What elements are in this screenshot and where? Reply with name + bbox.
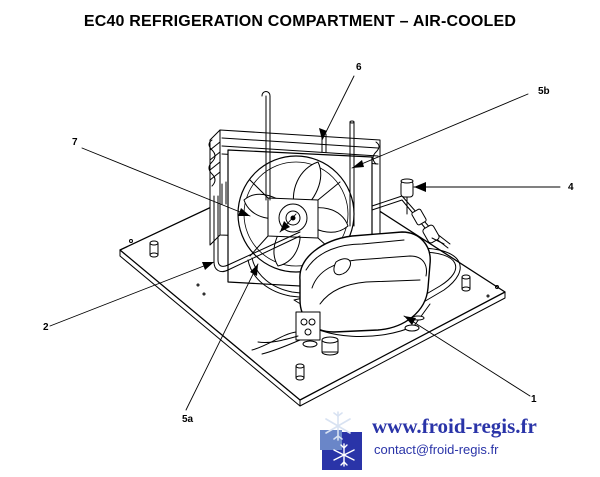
callout-5b: 5b	[538, 86, 550, 97]
compressor	[251, 231, 431, 356]
compressor-feet	[302, 315, 425, 356]
callout-5a: 5a	[182, 414, 194, 425]
callout-6: 6	[356, 62, 362, 73]
callout-1: 1	[531, 394, 537, 405]
leader-lines	[49, 75, 561, 411]
callout-4: 4	[568, 182, 574, 193]
filter-drier	[400, 178, 445, 245]
mounting-pegs	[149, 240, 490, 381]
leader-6	[321, 75, 355, 141]
leader-1	[403, 315, 531, 397]
leader-5a	[185, 263, 259, 411]
leader-5b	[351, 93, 529, 169]
leader-2	[49, 261, 215, 327]
callout-7: 7	[72, 137, 78, 148]
contact-email[interactable]: contact@froid-regis.fr	[374, 442, 499, 457]
diagram-title: EC40 REFRIGERATION COMPARTMENT – AIR-COO…	[83, 13, 517, 30]
snowflake-logo-icon	[320, 411, 362, 470]
callout-2: 2	[43, 322, 49, 333]
leader-7	[81, 147, 251, 217]
website-url[interactable]: www.froid-regis.fr	[372, 414, 537, 438]
